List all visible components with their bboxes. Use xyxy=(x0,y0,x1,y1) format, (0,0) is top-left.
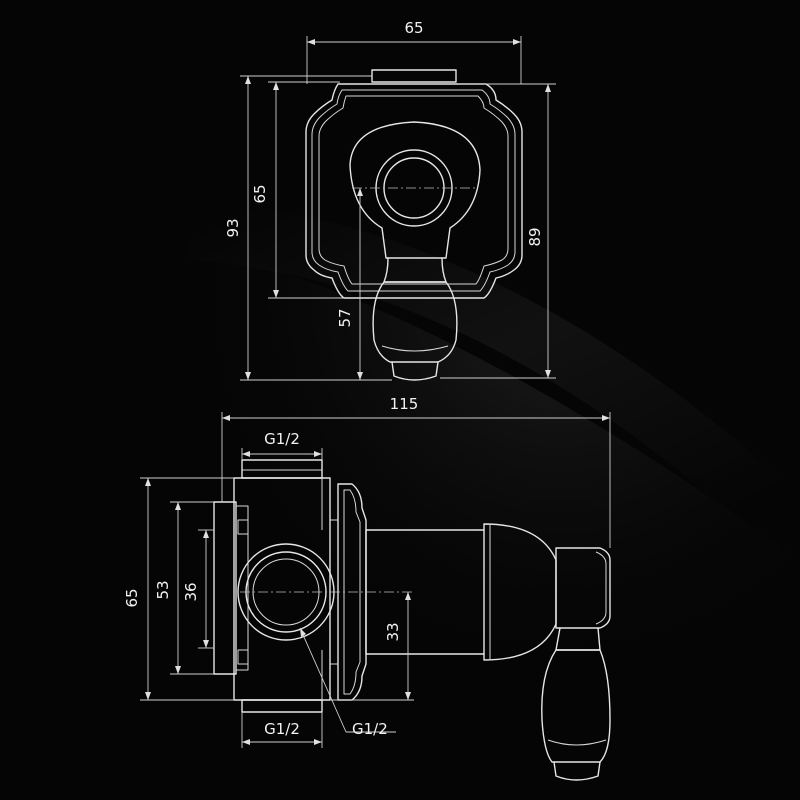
background-sheen xyxy=(187,200,780,523)
front-plate-mid xyxy=(311,89,516,292)
thread-bottom-label: G1/2 xyxy=(264,720,300,738)
front-handle-tip xyxy=(391,361,439,381)
background-glow xyxy=(0,227,800,800)
dim-front-height-right: 89 xyxy=(526,227,544,246)
side-view: 115 G1/2 G1/2 G1/2 65 53 xyxy=(123,395,611,781)
dim-front-width: 65 xyxy=(404,19,423,37)
dim-side-height-inner: 53 xyxy=(154,580,172,599)
thread-top-label: G1/2 xyxy=(264,430,300,448)
side-handle-tip xyxy=(553,761,601,781)
front-view: 65 93 65 89 57 xyxy=(224,19,556,381)
dim-side-height-port: 36 xyxy=(182,582,200,601)
dim-front-handle-offset: 57 xyxy=(336,308,354,327)
dim-front-height-plate: 65 xyxy=(251,184,269,203)
thread-outlet-label: G1/2 xyxy=(352,720,388,738)
front-plate-outer xyxy=(305,83,523,299)
side-handle-hub xyxy=(555,547,611,629)
front-plate-inner xyxy=(318,95,509,285)
front-handle-collar xyxy=(349,121,481,259)
side-wall-plate xyxy=(337,483,367,701)
side-bottom-stub xyxy=(241,699,323,713)
front-handle-band xyxy=(381,345,449,352)
dim-side-length-total: 115 xyxy=(390,395,419,413)
dim-side-center-offset: 33 xyxy=(384,622,402,641)
dim-side-height-total: 65 xyxy=(123,588,141,607)
dim-front-height-total: 93 xyxy=(224,218,242,237)
